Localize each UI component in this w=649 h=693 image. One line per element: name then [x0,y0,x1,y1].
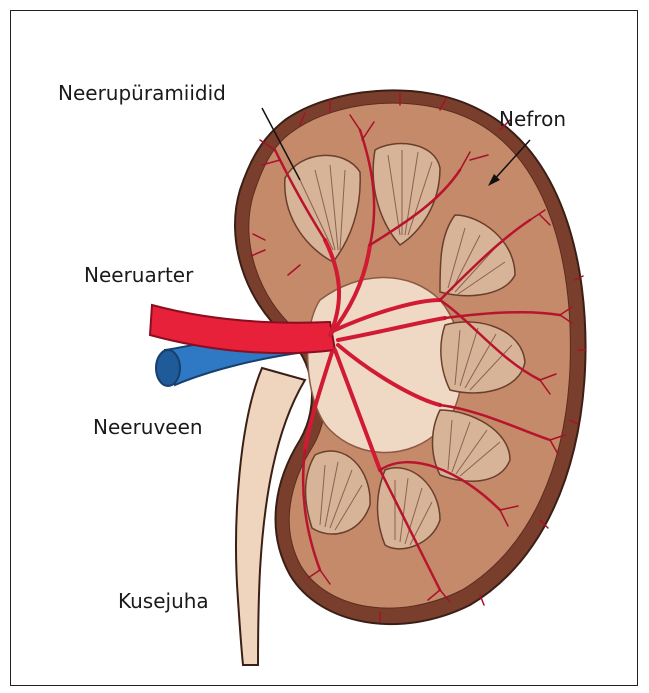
label-pyramids: Neerupüramiidid [58,83,226,103]
label-artery: Neeruarter [84,265,193,285]
label-vein: Neeruveen [93,417,203,437]
label-ureter: Kusejuha [118,591,209,611]
label-nephron: Nefron [499,109,566,129]
